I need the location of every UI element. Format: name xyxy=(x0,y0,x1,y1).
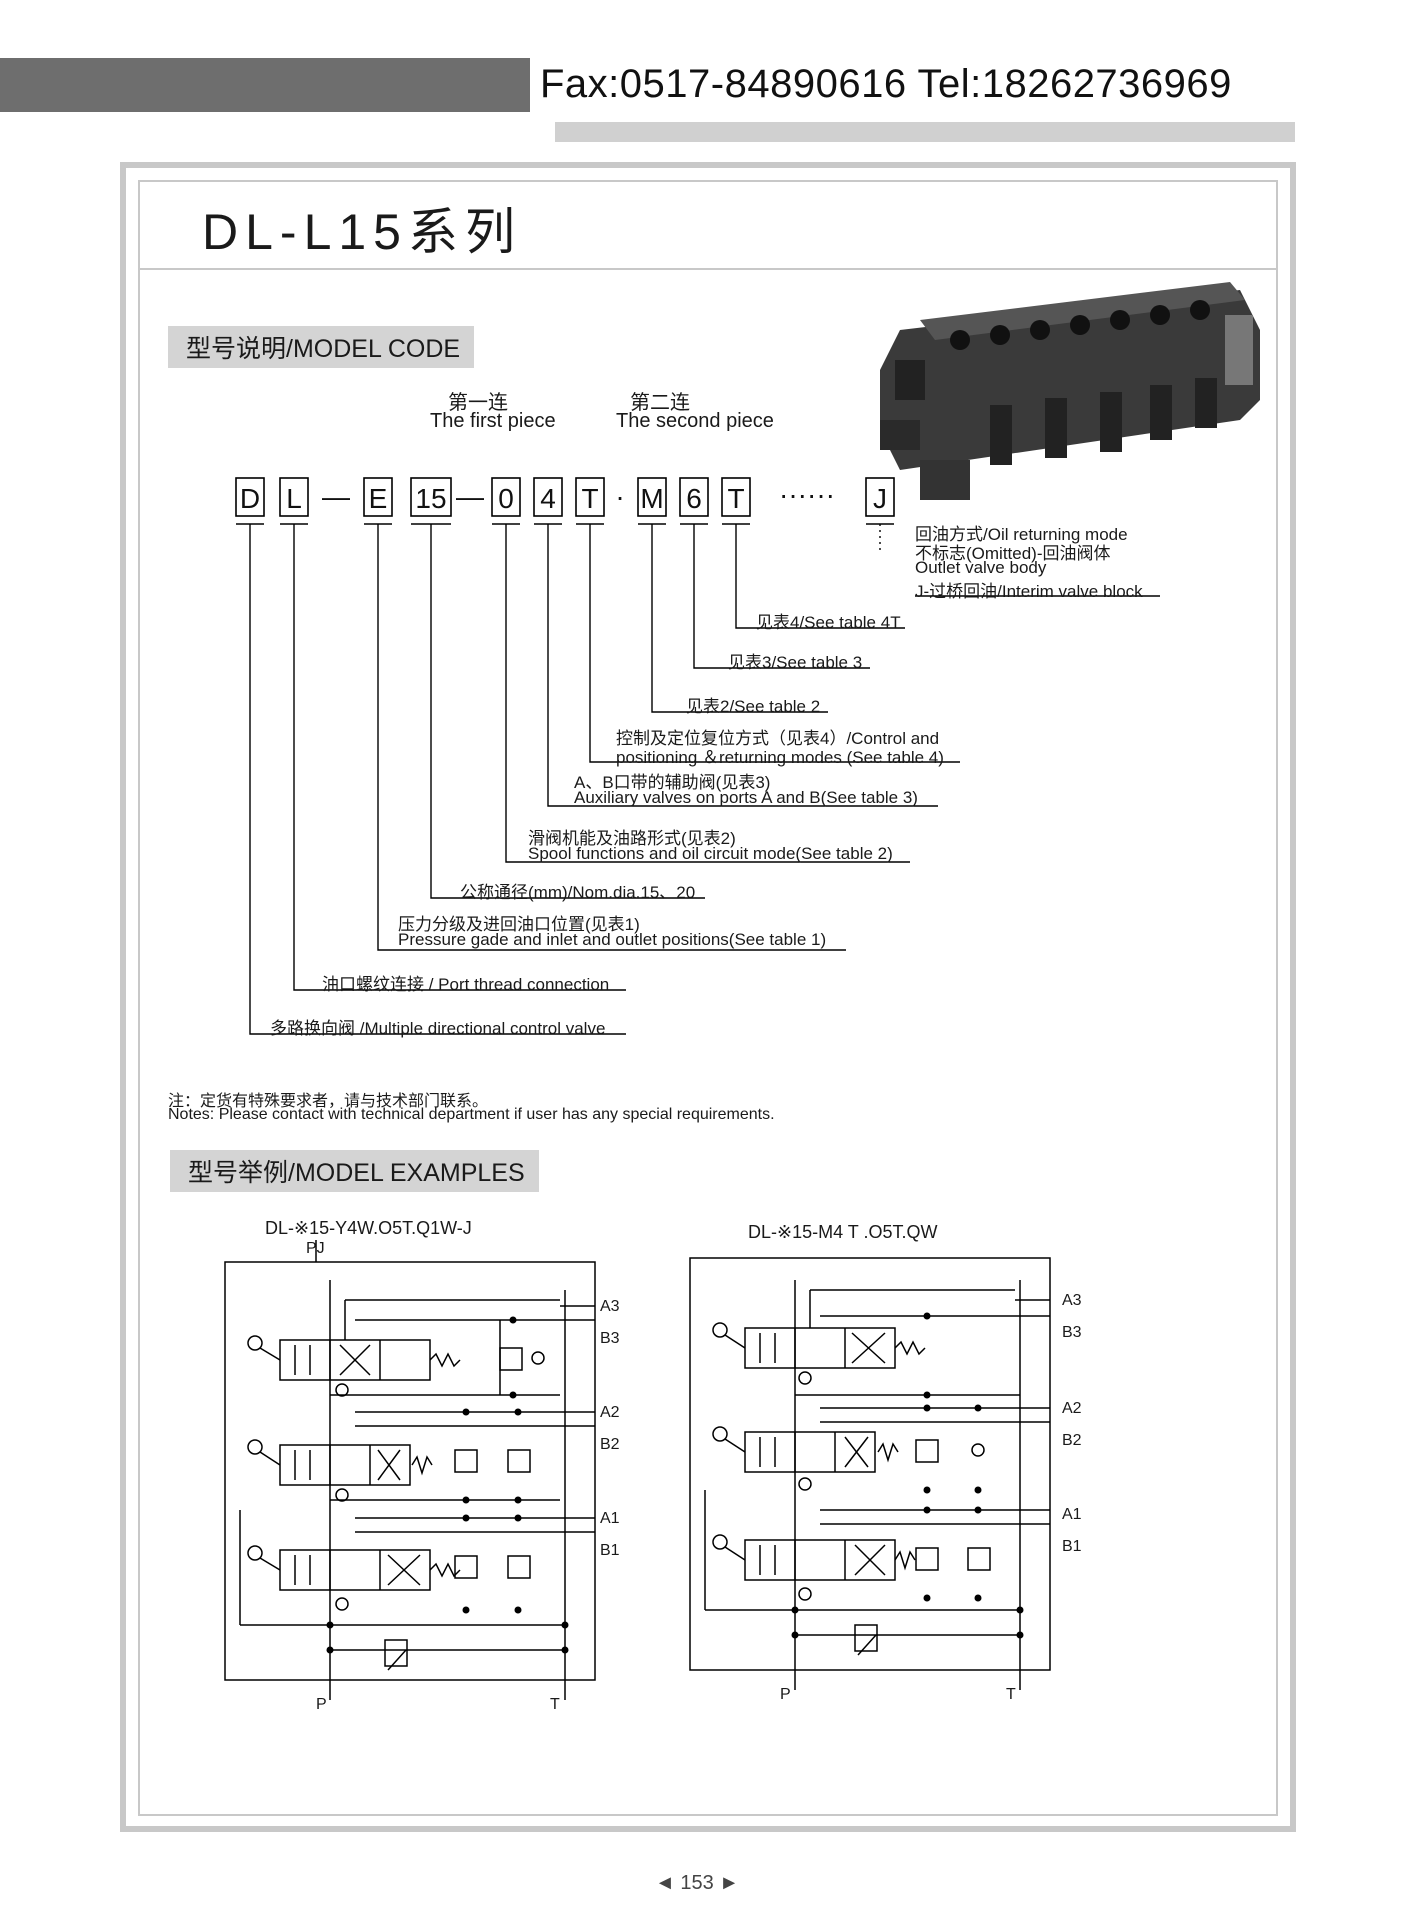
left-port-b1: B1 xyxy=(600,1542,620,1559)
aux-line2: Auxiliary valves on ports A and B(See ta… xyxy=(574,788,918,807)
notes-en: Notes: Please contact with technical dep… xyxy=(168,1106,775,1123)
right-port-p: P xyxy=(780,1686,791,1703)
control-line1: 控制及定位复位方式（见表4）/Control and xyxy=(616,729,940,748)
second-piece-en: The second piece xyxy=(616,410,774,432)
spool-line1: 滑阀机能及油路形式(见表2) xyxy=(528,829,736,848)
code-15: 15 xyxy=(415,483,446,514)
oil-return-line4: J-过桥回油/Interim valve block xyxy=(915,582,1143,601)
outer-frame xyxy=(120,162,1296,1832)
oil-return-line3: Outlet valve body xyxy=(915,558,1047,577)
first-piece-cn: 第一连 xyxy=(448,392,508,414)
aux-line1: A、B口带的辅助阀(见表3) xyxy=(574,773,771,792)
oil-return-line1: 回油方式/Oil returning mode xyxy=(915,525,1128,544)
left-port-t: T xyxy=(550,1696,560,1713)
page-number-wrap: ◄ 153 ► xyxy=(655,1872,739,1895)
code-t1: T xyxy=(581,483,598,514)
left-port-b3: B3 xyxy=(600,1330,620,1347)
section-model-examples: 型号举例/MODEL EXAMPLES xyxy=(170,1150,539,1192)
nominal-diameter: 公称通径(mm)/Nom.dia.15、20 xyxy=(460,883,696,902)
right-port-b2: B2 xyxy=(1062,1432,1082,1449)
pressure-line2: Pressure gade and inlet and outlet posit… xyxy=(398,930,827,949)
left-port-a3: A3 xyxy=(600,1298,620,1315)
multi-valve: 多路换向阀 /Multiple directional control valv… xyxy=(270,1019,606,1038)
code-m: M xyxy=(640,483,663,514)
code-6: 6 xyxy=(686,483,702,514)
right-port-b1: B1 xyxy=(1062,1538,1082,1555)
see-table-4t: 见表4/See table 4T xyxy=(756,613,901,632)
see-table-2: 见表2/See table 2 xyxy=(686,697,821,716)
page-number: 153 xyxy=(680,1872,714,1894)
code-0: 0 xyxy=(498,483,514,514)
example-left-label: DL-※15-Y4W.O5T.Q1W-J xyxy=(265,1218,472,1238)
right-port-a1: A1 xyxy=(1062,1506,1082,1523)
valve-block-image xyxy=(880,282,1260,500)
schematic-right xyxy=(689,1257,1051,1690)
left-port-a2: A2 xyxy=(600,1404,620,1421)
control-line2: positioning ＆returning modes (See table … xyxy=(616,748,944,767)
code-4: 4 xyxy=(540,483,556,514)
right-port-t: T xyxy=(1006,1686,1016,1703)
code-l: L xyxy=(286,483,302,514)
inner-frame xyxy=(138,180,1278,1816)
code-ellipsis: ······ xyxy=(779,479,835,510)
second-piece-cn: 第二连 xyxy=(630,392,690,414)
oil-return-line2: 不标志(Omitted)-回油阀体 xyxy=(915,544,1111,563)
code-dash-2: — xyxy=(456,481,484,512)
arrow-left-icon: ◄ xyxy=(655,1872,675,1894)
left-port-a1: A1 xyxy=(600,1510,620,1527)
code-dot: · xyxy=(615,481,624,512)
port-thread: 油口螺纹连接 / Port thread connection xyxy=(322,975,610,994)
right-port-a3: A3 xyxy=(1062,1292,1082,1309)
code-e: E xyxy=(369,483,388,514)
series-title: DL-L15系列 xyxy=(202,204,522,260)
first-piece-en: The first piece xyxy=(430,410,556,432)
spool-line2: Spool functions and oil circuit mode(See… xyxy=(528,844,893,863)
code-t2: T xyxy=(727,483,744,514)
code-dash-1: — xyxy=(322,481,350,512)
header-bar-dark xyxy=(0,58,530,112)
contact-info: Fax:0517-84890616 Tel:18262736969 xyxy=(540,62,1232,106)
left-port-b2: B2 xyxy=(600,1436,620,1453)
section-model-code: 型号说明/MODEL CODE xyxy=(168,326,475,368)
header-bar-light xyxy=(555,122,1295,142)
notes-cn: 注：定货有特殊要求者，请与技术部门联系。 xyxy=(168,1093,489,1110)
arrow-right-icon: ► xyxy=(719,1872,740,1894)
see-table-3: 见表3/See table 3 xyxy=(728,653,863,672)
code-d: D xyxy=(240,483,260,514)
left-port-p: P xyxy=(316,1696,327,1713)
schematic-left xyxy=(224,1240,596,1700)
example-right-label: DL-※15-M4 T .O5T.QW xyxy=(748,1222,938,1242)
right-port-b3: B3 xyxy=(1062,1324,1082,1341)
right-port-a2: A2 xyxy=(1062,1400,1082,1417)
code-j: J xyxy=(873,483,887,514)
pressure-line1: 压力分级及进回油口位置(见表1) xyxy=(398,915,640,934)
title-divider xyxy=(138,268,1278,270)
left-port-pj: PJ xyxy=(306,1240,325,1257)
